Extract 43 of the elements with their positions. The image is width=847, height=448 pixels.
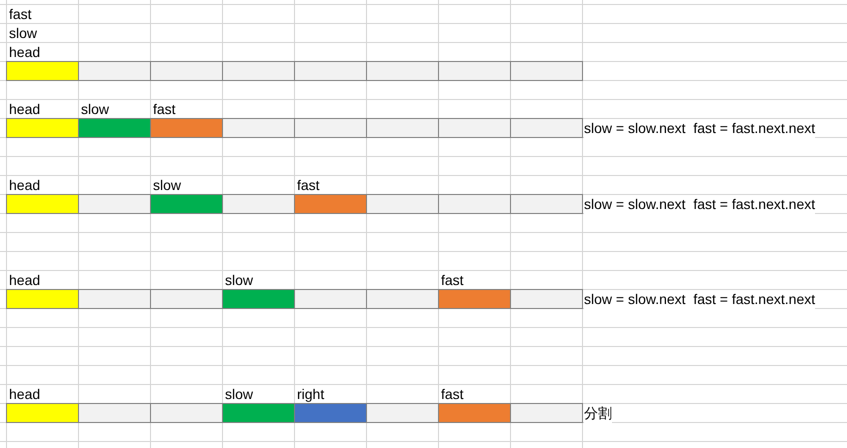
pointer-label: right	[297, 385, 324, 404]
list-node	[150, 61, 223, 81]
pointer-label: head	[9, 271, 40, 290]
pointer-label: slow	[153, 176, 182, 195]
list-node	[438, 118, 511, 138]
pointer-label: head	[9, 385, 40, 404]
list-node	[294, 118, 367, 138]
list-node	[222, 118, 295, 138]
pointer-label: slow	[225, 385, 254, 404]
pointer-label: slow	[225, 271, 254, 290]
list-node	[78, 194, 151, 214]
list-node	[366, 194, 439, 214]
list-node	[150, 403, 223, 423]
pointer-label: slow	[81, 100, 110, 119]
list-node	[294, 61, 367, 81]
list-node	[510, 194, 583, 214]
list-node	[78, 61, 151, 81]
list-node	[438, 61, 511, 81]
list-node	[438, 194, 511, 214]
pointer-label: slow	[9, 24, 38, 43]
list-node	[510, 61, 583, 81]
pointer-label: head	[9, 43, 40, 62]
list-node	[294, 289, 367, 309]
list-node	[366, 118, 439, 138]
list-node	[78, 403, 151, 423]
list-node	[222, 194, 295, 214]
pointer-label: fast	[153, 100, 176, 119]
pointer-label: head	[9, 176, 40, 195]
list-node	[222, 61, 295, 81]
pointer-label: fast	[441, 385, 464, 404]
pointer-label: head	[9, 100, 40, 119]
pointer-label: fast	[441, 271, 464, 290]
list-node	[78, 289, 151, 309]
list-node	[510, 403, 583, 423]
pointer-label: fast	[9, 5, 32, 24]
list-node	[510, 289, 583, 309]
pointer-label: fast	[297, 176, 320, 195]
list-node	[366, 403, 439, 423]
list-node	[150, 289, 223, 309]
list-node	[366, 61, 439, 81]
step-annotation: 分割	[584, 404, 612, 423]
list-node	[510, 118, 583, 138]
list-node	[366, 289, 439, 309]
